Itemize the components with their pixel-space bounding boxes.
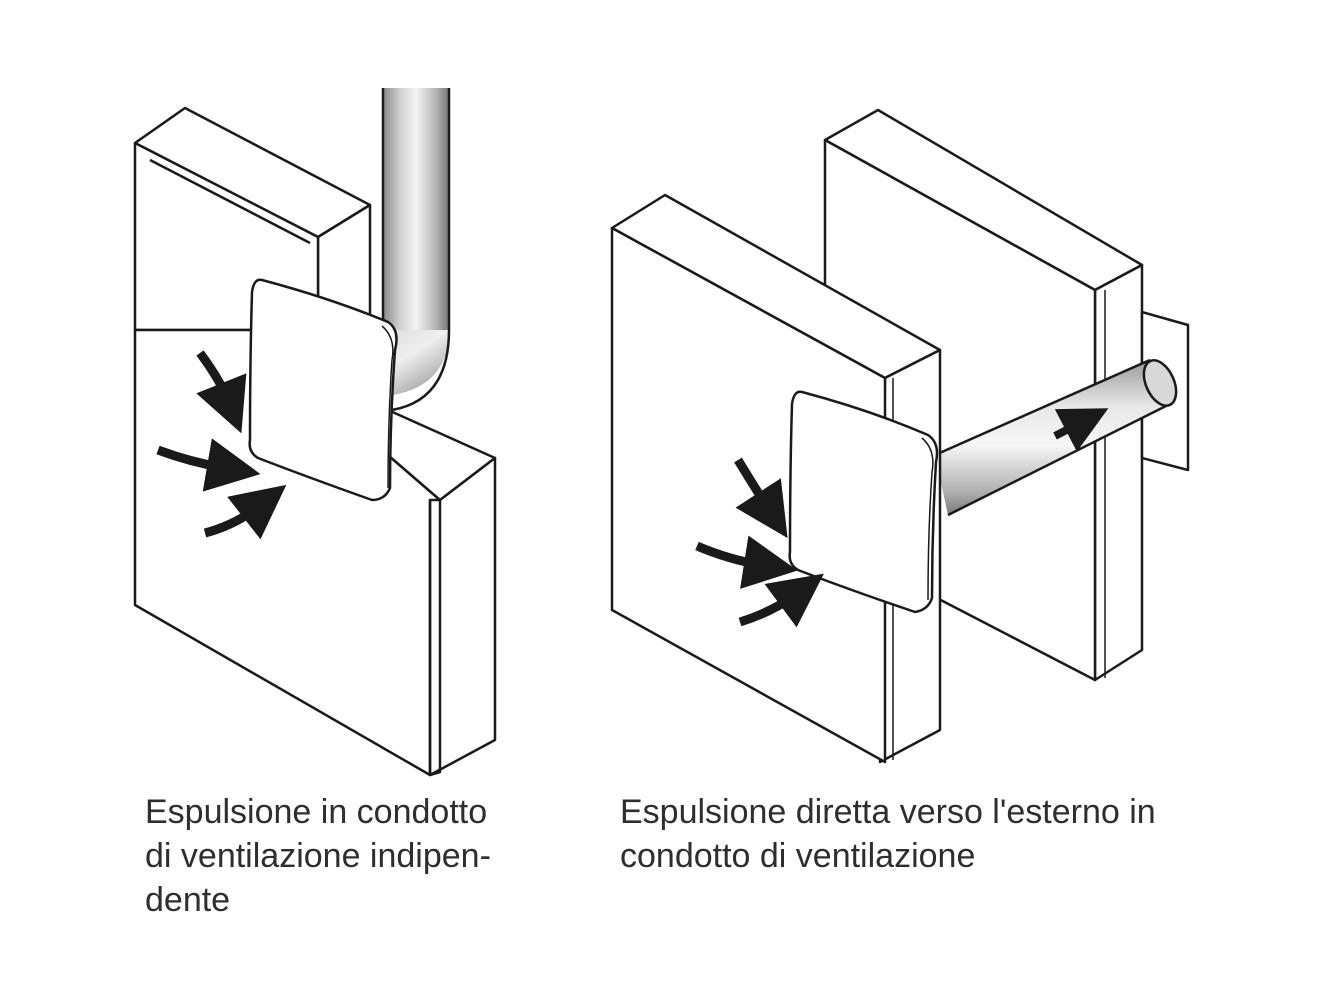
figure-right (610, 108, 1190, 764)
duct-flow-arrow-icon (1053, 408, 1109, 452)
airflow-arrows-left (156, 350, 287, 540)
caption-right-line-1: Espulsione diretta verso l'esterno in (620, 793, 1156, 831)
arrow-icon (156, 438, 261, 492)
horizontal-duct (934, 358, 1178, 517)
arrow-icon (695, 535, 798, 589)
caption-left-line-1: Espulsione in condotto (145, 793, 488, 831)
caption-left: Espulsione in condotto di ventilazione i… (145, 790, 497, 922)
caption-left-line-2: di ventilazione indipen- (145, 837, 491, 875)
caption-left-line-3: dente (145, 881, 231, 919)
caption-right-line-2: condotto di ventilazione (620, 837, 976, 875)
arrow-icon (203, 484, 287, 540)
fan-unit-left (248, 278, 398, 502)
arrow-icon (734, 457, 788, 539)
arrow-icon (196, 350, 247, 434)
caption-right: Espulsione diretta verso l'esterno in co… (620, 790, 1196, 878)
airflow-arrows-right (695, 408, 1109, 628)
arrow-icon (738, 573, 824, 628)
figure-left (133, 88, 497, 777)
fan-unit-right (788, 390, 939, 614)
